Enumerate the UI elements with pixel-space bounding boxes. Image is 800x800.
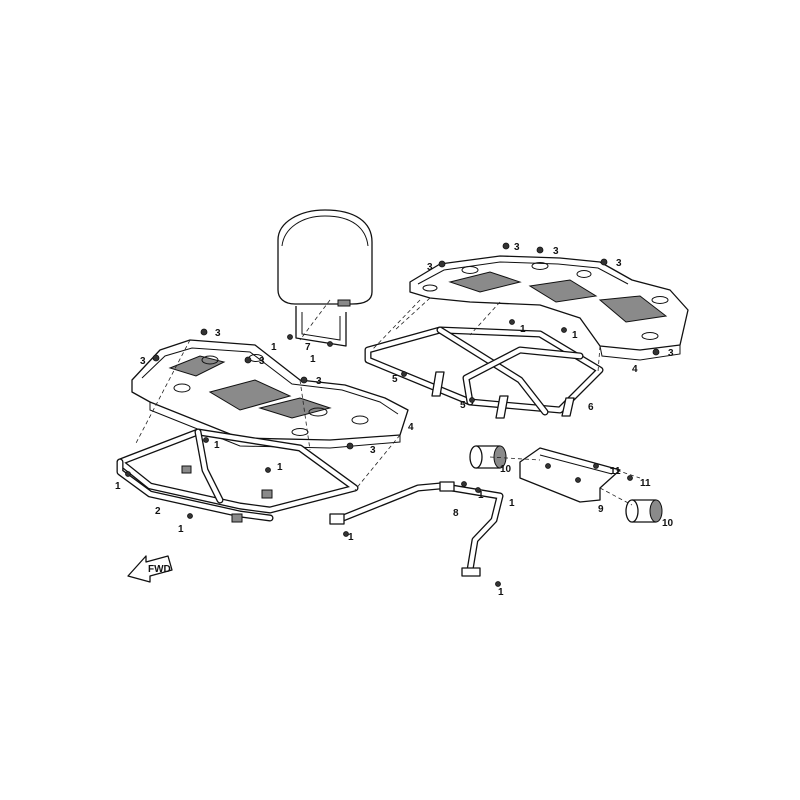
grab-bar bbox=[329, 481, 504, 577]
callout-3: 3 bbox=[370, 445, 376, 456]
callout-1: 1 bbox=[498, 587, 504, 598]
fwd-arrow-icon: FWD bbox=[127, 555, 173, 583]
callout-1: 1 bbox=[478, 490, 484, 501]
backrest-bracket bbox=[287, 306, 347, 347]
sleeve-upper bbox=[469, 445, 507, 469]
callout-3: 3 bbox=[668, 348, 674, 359]
callout-1: 1 bbox=[115, 481, 121, 492]
callout-11: 11 bbox=[640, 478, 651, 489]
callout-1: 1 bbox=[310, 354, 316, 365]
callout-3: 3 bbox=[616, 258, 622, 269]
backrest-pad bbox=[277, 209, 373, 307]
rear-rack-frame bbox=[364, 326, 604, 419]
callout-1: 1 bbox=[348, 532, 354, 543]
callout-3: 3 bbox=[259, 356, 265, 367]
callout-1: 1 bbox=[178, 524, 184, 535]
callout-11: 11 bbox=[610, 466, 621, 477]
callout-1: 1 bbox=[572, 330, 578, 341]
callout-3: 3 bbox=[316, 376, 322, 387]
callout-1: 1 bbox=[277, 462, 283, 473]
callout-4: 4 bbox=[632, 364, 638, 375]
callout-2: 2 bbox=[155, 506, 161, 517]
callout-8: 8 bbox=[453, 508, 459, 519]
callout-10: 10 bbox=[500, 464, 512, 475]
callout-9: 9 bbox=[598, 504, 604, 515]
callout-4: 4 bbox=[408, 422, 414, 433]
leader-lines bbox=[134, 297, 641, 506]
callout-labels: 1 1 1 1 1 1 1 1 1 1 1 1 2 3 3 3 3 3 3 3 … bbox=[115, 242, 674, 598]
rear-rack bbox=[409, 255, 689, 361]
callout-1: 1 bbox=[520, 324, 526, 335]
callout-1: 1 bbox=[509, 498, 515, 509]
sleeve-lower bbox=[625, 499, 663, 523]
callout-1: 1 bbox=[214, 440, 220, 451]
callout-3: 3 bbox=[514, 242, 520, 253]
callout-3: 3 bbox=[427, 262, 433, 273]
front-rack-frame bbox=[116, 428, 359, 523]
callout-3: 3 bbox=[215, 328, 221, 339]
fwd-label: FWD bbox=[148, 564, 171, 575]
callout-3: 3 bbox=[140, 356, 146, 367]
callout-3: 3 bbox=[553, 246, 559, 257]
callout-5: 5 bbox=[392, 374, 398, 385]
callout-1: 1 bbox=[271, 342, 277, 353]
callout-5: 5 bbox=[460, 400, 466, 411]
mount-bracket bbox=[519, 447, 621, 503]
callout-7: 7 bbox=[305, 342, 311, 353]
fastener-bolts bbox=[125, 242, 660, 587]
callout-6: 6 bbox=[588, 402, 594, 413]
callout-10: 10 bbox=[662, 518, 674, 529]
